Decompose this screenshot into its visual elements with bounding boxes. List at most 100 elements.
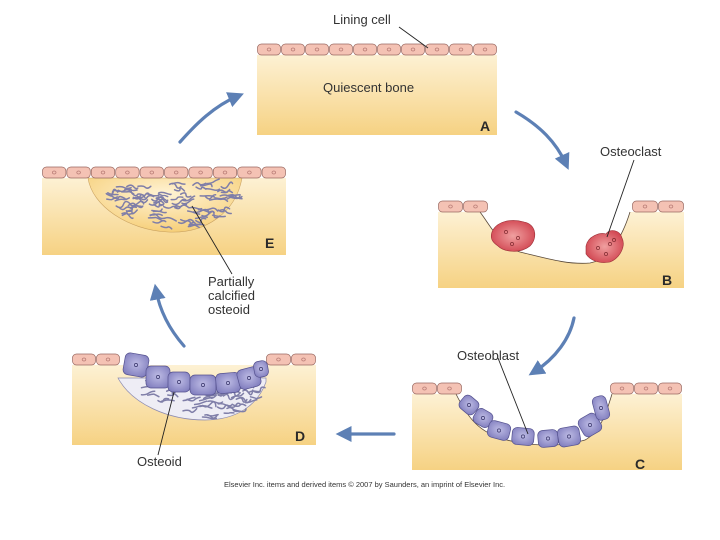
lining-cell-nucleus bbox=[105, 357, 111, 362]
osteoid-fiber bbox=[121, 212, 135, 217]
osteoid-fiber bbox=[244, 399, 258, 404]
lining-cell bbox=[96, 353, 120, 366]
lining-cell-nucleus bbox=[173, 170, 179, 175]
osteoblast-nucleus bbox=[156, 375, 160, 379]
panel-a bbox=[257, 43, 497, 135]
osteoid-fiber bbox=[107, 188, 119, 195]
quiescent-bone-block bbox=[257, 55, 497, 135]
lining-cell bbox=[266, 353, 291, 366]
osteoid-fiber bbox=[204, 194, 217, 200]
osteoid-fiber bbox=[201, 401, 217, 408]
osteoid-fiber bbox=[117, 188, 132, 193]
osteoid-fiber bbox=[153, 201, 165, 207]
osteoid-fiber bbox=[186, 396, 201, 402]
osteoid-fiber bbox=[206, 178, 220, 185]
lining-cell-nucleus bbox=[314, 47, 320, 52]
osteoid-fiber bbox=[199, 405, 213, 409]
lining-cell bbox=[261, 166, 286, 179]
panel-c bbox=[412, 382, 682, 470]
osteoid-fiber bbox=[106, 196, 119, 201]
copyright-credit: Elsevier Inc. items and derived items © … bbox=[224, 480, 506, 489]
lining-cell-nucleus bbox=[458, 47, 464, 52]
osteoblast-nucleus bbox=[521, 434, 525, 439]
osteoid-fiber bbox=[139, 194, 155, 201]
label-partially-calcified-osteoid: Partially calcified osteoid bbox=[208, 275, 255, 317]
osteoid-fiber bbox=[173, 187, 186, 192]
osteoid-fiber bbox=[152, 210, 167, 214]
osteoid-fiber bbox=[151, 196, 165, 202]
lining-cell-nucleus bbox=[290, 47, 296, 52]
lining-cell bbox=[42, 166, 67, 179]
osteoblast-cell bbox=[167, 371, 191, 393]
lining-cell-row bbox=[266, 353, 316, 366]
lining-cell-nucleus bbox=[247, 170, 252, 175]
osteoblast-nucleus bbox=[467, 403, 471, 407]
lining-cell-nucleus bbox=[447, 386, 452, 391]
lining-cell-nucleus bbox=[482, 47, 488, 52]
osteoid-fiber bbox=[193, 400, 208, 406]
osteoblast-nucleus bbox=[599, 406, 603, 410]
lining-cell bbox=[658, 382, 682, 395]
lining-cell bbox=[90, 166, 116, 179]
lining-cell-nucleus bbox=[125, 170, 130, 175]
leader-lines bbox=[157, 26, 635, 456]
osteoblast-layer bbox=[122, 352, 269, 396]
lining-cell-row bbox=[632, 200, 684, 213]
osteoblast-nucleus bbox=[247, 376, 251, 380]
lining-cell bbox=[72, 353, 96, 366]
osteoid-fiber bbox=[211, 214, 226, 218]
label-lining-cell: Lining cell bbox=[333, 12, 391, 27]
lining-cell bbox=[425, 43, 449, 56]
lining-cell bbox=[257, 43, 281, 56]
osteoid-fiber bbox=[188, 206, 203, 210]
osteoid-fiber bbox=[127, 202, 142, 208]
label-line: calcified bbox=[208, 288, 255, 303]
osteoblast-nucleus bbox=[567, 434, 571, 439]
lining-cell bbox=[237, 166, 262, 179]
osteoblast-nucleus bbox=[546, 436, 550, 441]
lining-cell-nucleus bbox=[76, 170, 81, 175]
panel-letter-d: D bbox=[295, 428, 306, 444]
osteoid-fiber bbox=[198, 396, 214, 402]
lining-cell-nucleus bbox=[301, 357, 306, 362]
osteoid-fiber bbox=[118, 206, 133, 211]
lining-cell-nucleus bbox=[266, 47, 272, 52]
lining-cell bbox=[658, 200, 684, 213]
osteoid-fiber bbox=[247, 390, 262, 394]
osteoid-fiber bbox=[179, 192, 192, 198]
osteoid-fiber bbox=[147, 216, 163, 222]
osteoid-fiber bbox=[182, 396, 196, 402]
lining-cell bbox=[377, 43, 401, 56]
osteoid-fiber bbox=[171, 181, 186, 185]
osteoid-fiber bbox=[170, 196, 184, 201]
osteoid-fiber bbox=[121, 212, 134, 220]
osteoblast-nucleus bbox=[588, 423, 592, 427]
osteoblast-cell bbox=[556, 425, 582, 448]
osteoid-fiber bbox=[158, 191, 172, 196]
label-osteoblast: Osteoblast bbox=[457, 348, 520, 363]
label-osteoclast: Osteoclast bbox=[600, 144, 662, 159]
panel-letter-c: C bbox=[635, 456, 646, 472]
lining-cell bbox=[139, 166, 164, 179]
lining-cell-nucleus bbox=[642, 204, 648, 209]
lining-cell bbox=[188, 166, 213, 179]
lining-cell-nucleus bbox=[668, 204, 674, 209]
osteoid-fiber bbox=[199, 183, 213, 188]
lining-cell-nucleus bbox=[271, 170, 276, 175]
cavity-bone bbox=[412, 394, 682, 470]
osteoid-fiber bbox=[168, 182, 182, 189]
osteoid-fiber bbox=[207, 400, 224, 404]
leader-osteoid bbox=[157, 391, 175, 456]
osteoid-fiber bbox=[136, 192, 151, 199]
osteoid-fiber bbox=[220, 189, 234, 194]
lining-cell-nucleus bbox=[338, 47, 344, 52]
osteoblast-cell bbox=[591, 395, 611, 421]
osteoblast-cell bbox=[145, 365, 171, 389]
osteoid-fiber bbox=[121, 190, 135, 195]
osteoid-fiber bbox=[181, 198, 195, 205]
lining-cell bbox=[66, 166, 91, 179]
osteoid-fiber bbox=[189, 223, 205, 228]
lining-cell bbox=[212, 166, 238, 179]
osteoid-fiber bbox=[230, 392, 245, 399]
arrow-a-to-b bbox=[514, 110, 570, 170]
